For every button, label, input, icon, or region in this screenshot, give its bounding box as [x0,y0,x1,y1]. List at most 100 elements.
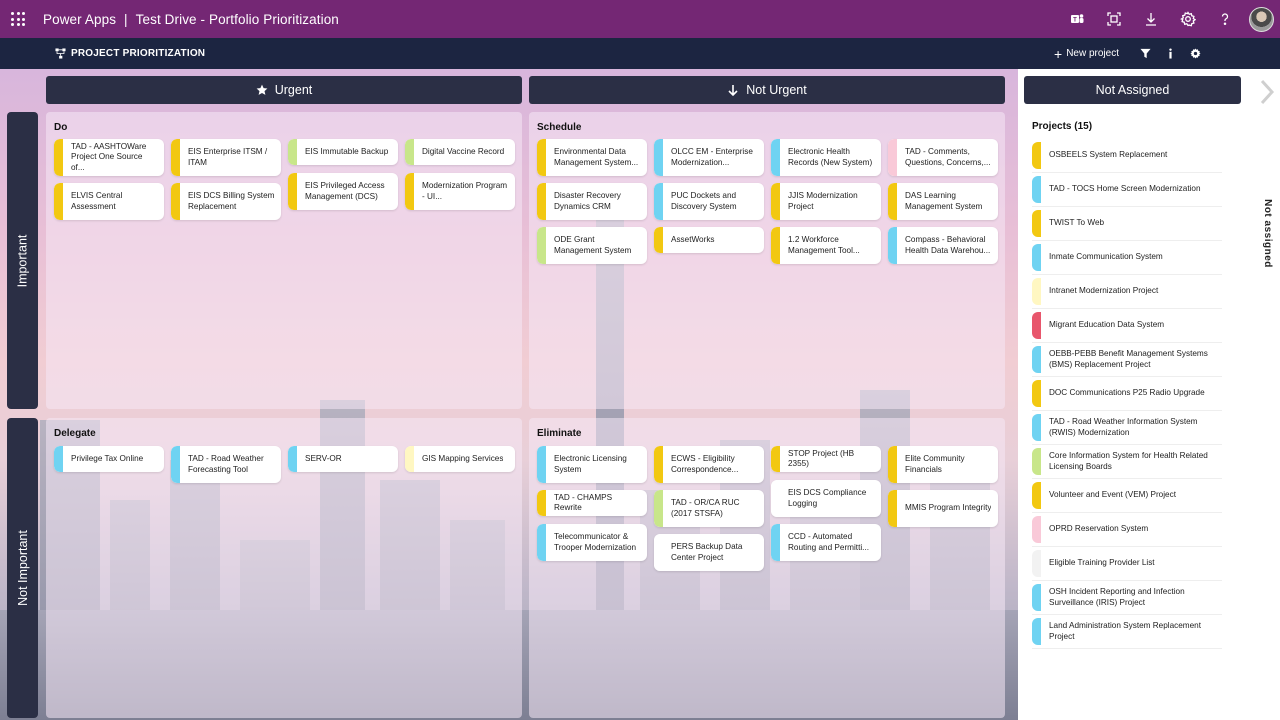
help-icon[interactable] [1206,0,1243,38]
card-label: EIS Immutable Backup [305,146,389,156]
list-item[interactable]: Volunteer and Event (VEM) Project [1032,479,1222,513]
card-label: EIS Privileged Access Management (DCS) [305,181,385,201]
project-card[interactable]: EIS Privileged Access Management (DCS) [288,173,398,210]
list-item[interactable]: Intranet Modernization Project [1032,275,1222,309]
card-color-bar [1032,482,1041,509]
project-card[interactable]: TAD - Comments, Questions, Concerns,... [888,139,998,176]
project-card[interactable]: TAD - AASHTOWare Project One Source of..… [54,139,164,176]
info-icon[interactable] [1158,38,1183,69]
row-label-not-important-text: Not Important [15,530,30,606]
list-item-label: TAD - Road Weather Information System (R… [1049,417,1198,437]
list-item[interactable]: TAD - TOCS Home Screen Modernization [1032,173,1222,207]
card-label: Compass - Behavioral Health Data Warehou… [905,235,991,255]
collapsed-panel-label-text: Not assigned [1261,198,1273,268]
card-color-bar [771,183,780,220]
row-label-not-important: Not Important [7,418,38,718]
column-header-not-assigned: Not Assigned [1024,76,1241,104]
project-card[interactable]: GIS Mapping Services [405,446,515,472]
project-card[interactable]: ECWS - Eligibility Correspondence... [654,446,764,483]
project-card[interactable]: Environmental Data Management System... [537,139,647,176]
project-card[interactable]: PERS Backup Data Center Project [654,534,764,571]
card-label: TAD - AASHTOWare Project One Source of..… [71,141,147,172]
card-color-bar [1032,244,1041,271]
quadrant-title: Delegate [54,428,96,439]
list-item[interactable]: OSH Incident Reporting and Infection Sur… [1032,581,1222,615]
project-card[interactable]: ELVIS Central Assessment [54,183,164,220]
quadrant-title: Schedule [537,122,582,133]
project-card[interactable]: Modernization Program - UI... [405,173,515,210]
project-card[interactable]: OLCC EM - Enterprise Modernization... [654,139,764,176]
list-item[interactable]: OPRD Reservation System [1032,513,1222,547]
settings-icon[interactable] [1169,0,1206,38]
project-card[interactable]: AssetWorks [654,227,764,253]
card-color-bar [54,446,63,472]
list-item[interactable]: TWIST To Web [1032,207,1222,241]
project-card[interactable]: Elite Community Financials [888,446,998,483]
page-title: PROJECT PRIORITIZATION [55,48,205,59]
row-label-important: Important [7,112,38,409]
app-launcher-icon[interactable] [0,0,36,38]
project-card[interactable]: DAS Learning Management System [888,183,998,220]
list-item[interactable]: Core Information System for Health Relat… [1032,445,1222,479]
list-item-label: OPRD Reservation System [1049,524,1149,534]
app-name: Power Apps [43,11,117,27]
list-item[interactable]: OEBB-PEBB Benefit Management Systems (BM… [1032,343,1222,377]
card-color-bar [654,139,663,176]
project-card[interactable]: TAD - Road Weather Forecasting Tool [171,446,281,483]
list-item[interactable]: Migrant Education Data System [1032,309,1222,343]
card-color-bar [288,173,297,210]
arrow-down-icon [728,85,738,96]
teams-icon[interactable]: T [1058,0,1095,38]
project-card[interactable]: TAD - CHAMPS Rewrite [537,490,647,516]
list-item[interactable]: Land Administration System Replacement P… [1032,615,1222,649]
filter-icon[interactable] [1133,38,1158,69]
unassigned-project-list[interactable]: OSBEELS System Replacement TAD - TOCS Ho… [1032,139,1222,649]
gear-icon[interactable] [1183,38,1208,69]
card-color-bar [54,183,63,220]
project-card[interactable]: PUC Dockets and Discovery System [654,183,764,220]
project-card[interactable]: 1.2 Workforce Management Tool... [771,227,881,264]
list-item[interactable]: OSBEELS System Replacement [1032,139,1222,173]
project-card[interactable]: Digital Vaccine Record [405,139,515,165]
project-card[interactable]: EIS Immutable Backup [288,139,398,165]
card-label: Privilege Tax Online [71,453,144,463]
project-card[interactable]: Electronic Health Records (New System) [771,139,881,176]
project-card[interactable]: JJIS Modernization Project [771,183,881,220]
list-item-label: TAD - TOCS Home Screen Modernization [1049,184,1201,194]
download-icon[interactable] [1132,0,1169,38]
avatar[interactable] [1249,6,1274,32]
project-card[interactable]: SERV-OR [288,446,398,472]
fit-screen-icon[interactable] [1095,0,1132,38]
project-card[interactable]: Compass - Behavioral Health Data Warehou… [888,227,998,264]
card-label: CCD - Automated Routing and Permitti... [788,532,870,552]
star-icon [256,84,268,95]
project-card[interactable]: EIS Enterprise ITSM / ITAM [171,139,281,176]
card-color-bar [537,446,546,483]
page-title-text: PROJECT PRIORITIZATION [71,48,206,59]
project-card[interactable]: Telecommunicator & Trooper Modernization [537,524,647,561]
column-header-urgent-label: Urgent [274,83,313,97]
list-item[interactable]: Eligible Training Provider List [1032,547,1222,581]
project-card[interactable]: CCD - Automated Routing and Permitti... [771,524,881,561]
project-card[interactable]: EIS DCS Billing System Replacement [171,183,281,220]
project-card[interactable]: Privilege Tax Online [54,446,164,472]
quadrant-title: Do [54,122,68,133]
project-card[interactable]: Electronic Licensing System [537,446,647,483]
card-color-bar [1032,278,1041,305]
card-color-bar [1032,414,1041,441]
command-bar: PROJECT PRIORITIZATION + New project [0,38,1280,69]
new-project-button[interactable]: + New project [1054,47,1119,61]
card-label: EIS Enterprise ITSM / ITAM [188,147,268,167]
project-card[interactable]: EIS DCS Compliance Logging [771,480,881,517]
list-item-label: Land Administration System Replacement P… [1049,621,1201,641]
list-item[interactable]: Inmate Communication System [1032,241,1222,275]
chevron-right-icon[interactable] [1257,79,1277,105]
list-item[interactable]: TAD - Road Weather Information System (R… [1032,411,1222,445]
plus-icon: + [1054,45,1063,62]
list-item[interactable]: DOC Communications P25 Radio Upgrade [1032,377,1222,411]
project-card[interactable]: TAD - OR/CA RUC (2017 STSFA) [654,490,764,527]
project-card[interactable]: MMIS Program Integrity [888,490,998,527]
project-card[interactable]: STOP Project (HB 2355) [771,446,881,472]
project-card[interactable]: ODE Grant Management System [537,227,647,264]
project-card[interactable]: Disaster Recovery Dynamics CRM [537,183,647,220]
